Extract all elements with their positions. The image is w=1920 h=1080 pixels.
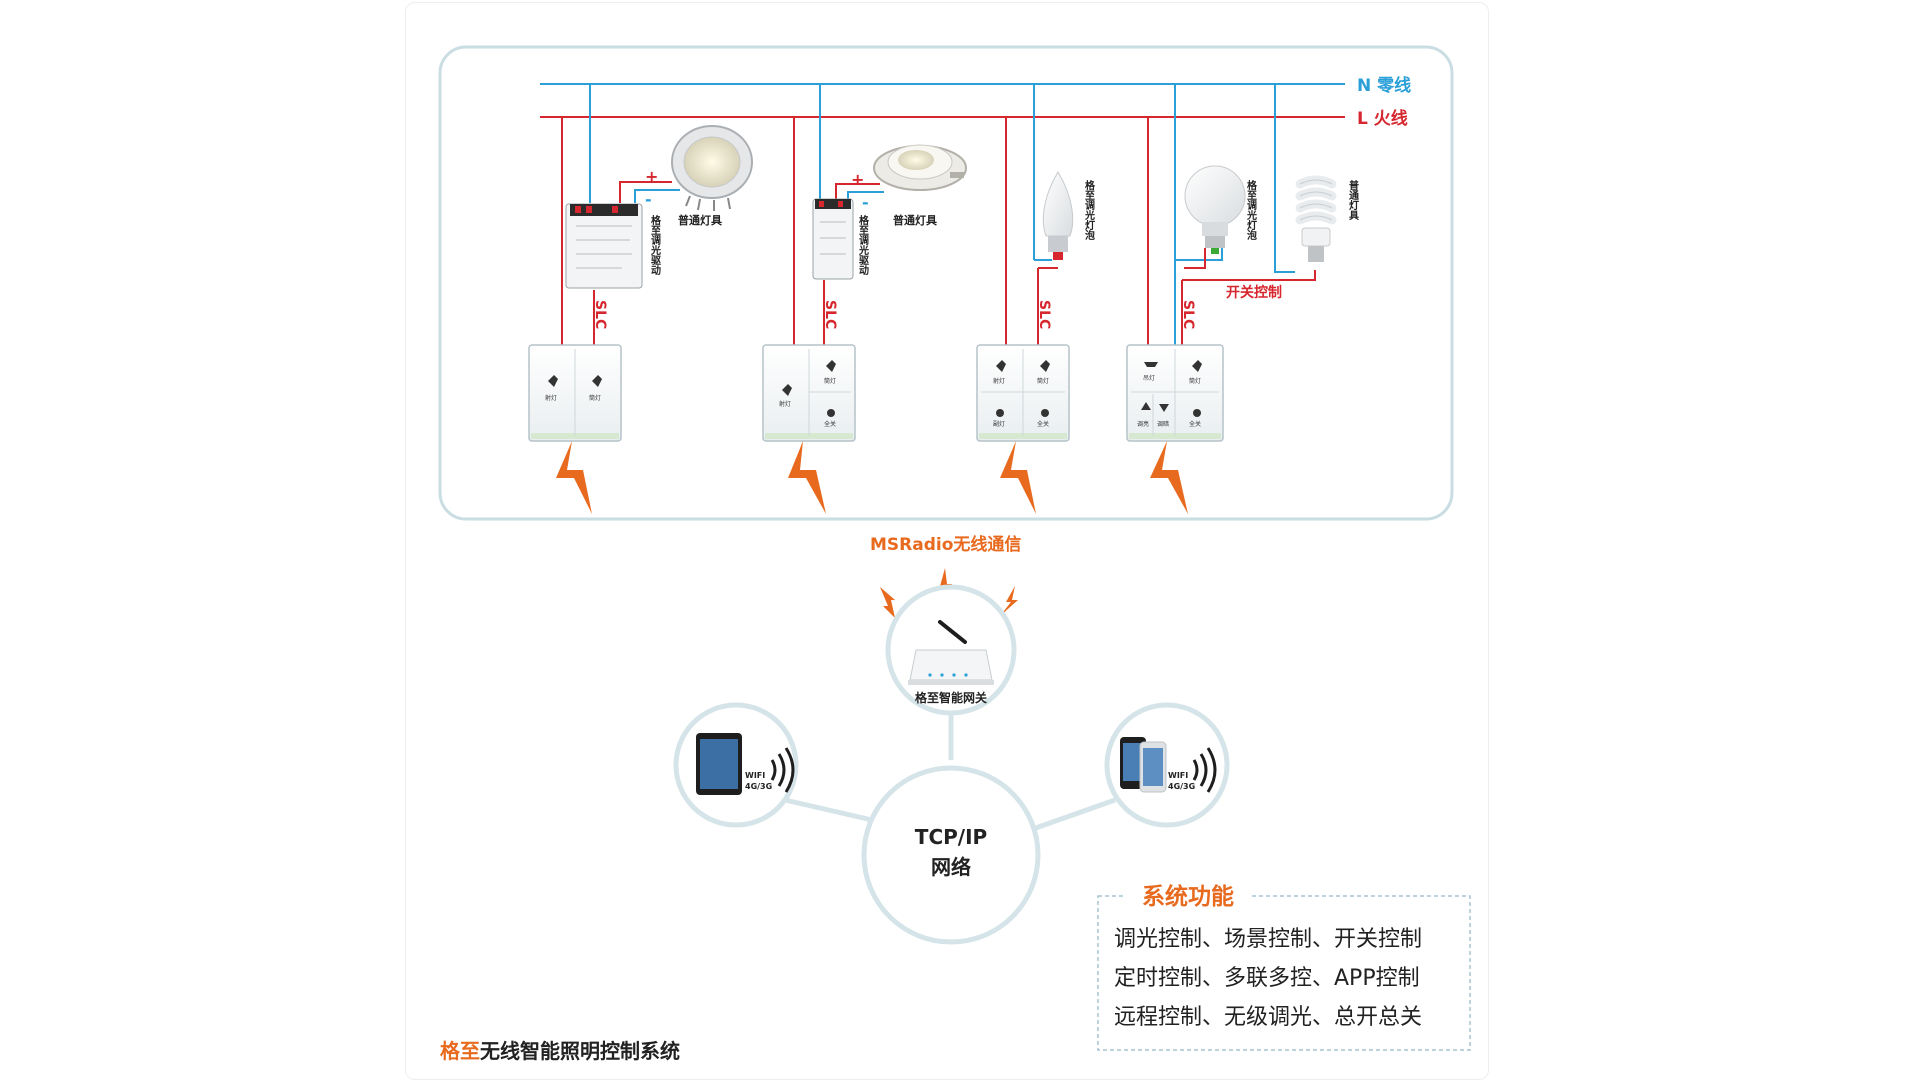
wireless-bolt-icon [788, 441, 826, 514]
switch-button[interactable]: 全关 [1037, 420, 1049, 428]
slc-label: SLC [1036, 300, 1052, 329]
dimmer-driver [812, 198, 854, 280]
wifi-signal-icon [1192, 747, 1217, 793]
group-1: + - 格至调光驱动 普通灯具 SLC [528, 84, 753, 514]
plus-label: + [645, 167, 658, 186]
switch-button[interactable]: 调暗 [1157, 420, 1169, 428]
group-3: 格至调光灯泡 SLC 射灯 筒灯 副灯 全关 [976, 84, 1096, 514]
group-2: + - 格至调光驱动 普通灯具 SLC 射灯 [762, 84, 967, 514]
gateway-label: 格至智能网关 [915, 690, 987, 705]
switch-button[interactable]: 筒灯 [824, 377, 836, 385]
switch-button[interactable]: 全关 [824, 420, 836, 428]
wireless-bolt-icon [1000, 441, 1036, 514]
signal-bolt-icon [880, 587, 895, 618]
bulb-label: 格至调光灯泡 [1083, 179, 1096, 241]
phone-node: WIFI 4G/3G [1104, 702, 1230, 828]
network-line2: 网络 [931, 855, 971, 879]
switch-button[interactable]: 全关 [1189, 420, 1201, 428]
live-wire-label: L 火线 [1357, 108, 1408, 129]
switch-button[interactable]: 筒灯 [1037, 377, 1049, 385]
tablet-wifi-label: WIFI [745, 771, 765, 780]
dimmer-driver [565, 203, 643, 289]
driver-label: 格至调光驱动 [649, 214, 662, 276]
feature-line: 定时控制、多联多控、APP控制 [1114, 966, 1420, 991]
wireless-label: MSRadio无线通信 [870, 534, 1021, 555]
switch-button[interactable]: 调亮 [1137, 420, 1149, 428]
cfl-bulb-icon [1295, 175, 1337, 262]
slc-label: SLC [822, 300, 838, 329]
switch-button[interactable]: 筒灯 [589, 394, 601, 402]
tablet-net-label: 4G/3G [745, 782, 772, 791]
switch-button[interactable]: 副灯 [993, 420, 1005, 428]
slc-label: SLC [592, 300, 608, 329]
tcpip-network-node: TCP/IP 网络 [861, 765, 1041, 945]
phone-wifi-label: WIFI [1168, 771, 1188, 780]
tablet-node: WIFI 4G/3G [673, 702, 799, 828]
candle-bulb-icon [1042, 171, 1074, 260]
minus-label: - [645, 190, 652, 209]
phone-net-label: 4G/3G [1168, 782, 1195, 791]
lamp-label: 普通灯具 [893, 213, 937, 227]
wall-switch-2[interactable]: 射灯 筒灯 全关 [762, 344, 856, 442]
features-box: 系统功能 调光控制、场景控制、开关控制 定时控制、多联多控、APP控制 远程控制… [1097, 882, 1471, 1051]
signal-bolt-icon [1000, 586, 1018, 616]
driver-label: 格至调光驱动 [857, 214, 870, 276]
wireless-bolt-icon [1150, 441, 1188, 514]
switch-button[interactable]: 射灯 [545, 394, 557, 402]
features-title: 系统功能 [1142, 883, 1234, 910]
switch-control-label: 开关控制 [1226, 284, 1282, 301]
lamp-label: 普通灯具 [678, 213, 722, 227]
minus-label: - [862, 193, 869, 212]
wall-switch-1[interactable]: 射灯 筒灯 [528, 344, 622, 442]
switch-button[interactable]: 射灯 [779, 400, 791, 408]
lamp-label: 普通灯具 [1347, 179, 1360, 221]
bulb-label: 格至调光灯泡 [1245, 179, 1258, 241]
switch-button[interactable]: 射灯 [993, 377, 1005, 385]
plus-label: + [851, 170, 864, 189]
system-title-brand: 格至 [440, 1039, 480, 1063]
feature-line: 调光控制、场景控制、开关控制 [1114, 927, 1422, 952]
system-title: 格至无线智能照明控制系统 [440, 1039, 680, 1063]
switch-button[interactable]: 吊灯 [1143, 374, 1155, 382]
wifi-signal-icon [770, 747, 795, 793]
network-line1: TCP/IP [915, 825, 987, 849]
wireless-bolt-icon [556, 441, 592, 514]
slc-label: SLC [1180, 300, 1196, 329]
switch-button[interactable]: 筒灯 [1189, 377, 1201, 385]
wall-switch-3[interactable]: 射灯 筒灯 副灯 全关 [976, 344, 1070, 442]
downlight-icon [671, 125, 753, 211]
group-4: 格至调光灯泡 普通灯具 开关控制 SLC 吊灯 筒灯 调亮 调暗 全关 [1126, 84, 1360, 514]
neutral-wire-label: N 零线 [1357, 75, 1411, 96]
system-title-rest: 无线智能照明控制系统 [480, 1039, 680, 1063]
wall-switch-4[interactable]: 吊灯 筒灯 调亮 调暗 全关 [1126, 344, 1224, 442]
spotlight-icon [873, 144, 967, 191]
led-bulb-icon [1184, 165, 1246, 254]
gateway-node: 格至智能网关 [885, 584, 1017, 716]
feature-line: 远程控制、无级调光、总开总关 [1114, 1005, 1422, 1030]
